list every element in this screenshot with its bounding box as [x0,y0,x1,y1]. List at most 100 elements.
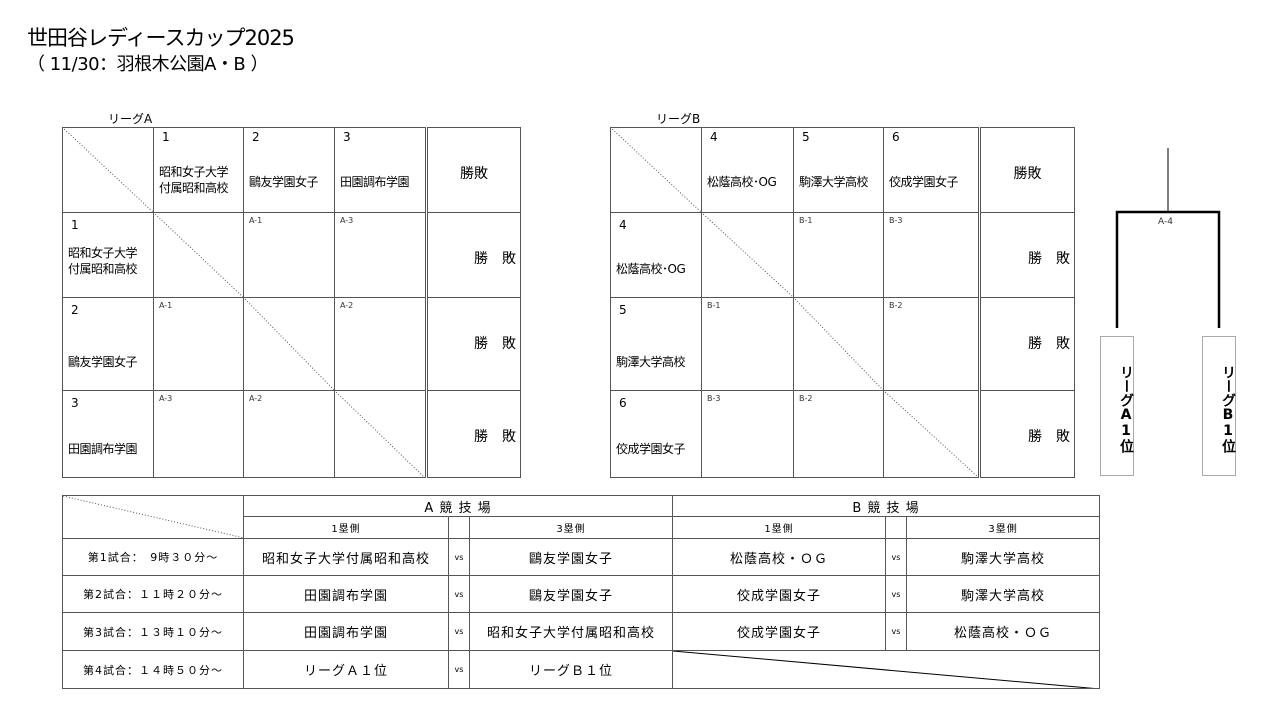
vs-label: vs [448,538,470,576]
team-a1: リーグＡ１位 [243,650,449,689]
result-label: 勝 敗 [1028,429,1070,445]
corner-cell [62,495,244,539]
vs-label: vs [885,575,907,613]
team-number: 2 [71,303,79,317]
team-a3: リーグＢ１位 [469,650,673,689]
team-name: 昭和女子大学 付属昭和高校 [159,165,229,195]
match-code: A-3 [340,216,354,225]
result-cell[interactable]: 勝 敗 [979,297,1075,391]
self-cell [334,390,428,478]
match-time: 第2試合：１１時２０分～ [62,575,244,613]
match-cell[interactable]: A-3 [153,390,244,478]
result-cell[interactable]: 勝 敗 [426,390,521,478]
field-b-header: B 競 技 場 [671,495,1101,517]
match-cell[interactable]: A-2 [243,390,335,478]
result-cell[interactable]: 勝 敗 [426,297,521,391]
team-number: 3 [71,396,79,410]
final-match-code: A-4 [1158,217,1173,227]
self-cell [243,297,335,391]
side-3-header: 3塁側 [905,516,1101,539]
team-name: 鷗友学園女子 [249,175,319,189]
row-team: 4 松蔭高校･OG [610,212,702,298]
match-code: A-1 [159,301,173,310]
schedule-row: 第2試合：１１時２０分～ 田園調布学園 vs 鷗友学園女子 佼成学園女子 vs … [62,575,1101,613]
team-a3: 鷗友学園女子 [469,575,673,613]
match-code: A-1 [249,216,263,225]
schedule-side-row: 1塁側 3塁側 1塁側 3塁側 [63,516,1101,539]
match-cell[interactable]: A-1 [243,212,335,298]
match-cell[interactable]: B-2 [793,390,884,478]
team-b3: 駒澤大学高校 [905,575,1101,613]
schedule-table: A 競 技 場 B 競 技 場 1塁側 3塁側 1塁側 3塁側 第1試合： 9時… [62,495,1101,689]
schedule-row: 第3試合：１３時１０分～ 田園調布学園 vs 昭和女子大学付属昭和高校 佼成学園… [62,612,1101,651]
result-cell[interactable]: 勝 敗 [426,212,521,298]
team-a1: 田園調布学園 [243,575,449,613]
side-1-header: 1塁側 [672,516,886,539]
match-cell[interactable]: A-3 [334,212,428,298]
match-cell[interactable]: B-3 [883,212,981,298]
self-cell [153,212,244,298]
match-cell[interactable]: B-3 [701,390,794,478]
team-number: 1 [71,218,79,232]
team-header: 3 田園調布学園 [334,127,428,213]
team-name: 松蔭高校･OG [707,175,777,189]
league-b-label: リーグB [656,112,701,126]
match-cell[interactable]: A-2 [334,297,428,391]
team-b3: 駒澤大学高校 [905,538,1101,576]
page-subtitle: （ 11/30：羽根木公園A・B ） [27,54,268,75]
team-number: 5 [619,303,627,317]
schedule-row: 第1試合： 9時３０分～ 昭和女子大学付属昭和高校 vs 鷗友学園女子 松蔭高校… [62,538,1101,576]
bracket-slot-league-b: リーグB1位 [1202,336,1236,476]
match-cell[interactable]: B-1 [701,297,794,391]
corner-cell [610,127,702,213]
team-name: 駒澤大学高校 [616,355,686,369]
match-cell[interactable]: A-1 [153,297,244,391]
match-code: A-3 [159,394,173,403]
corner-cell [62,127,154,213]
team-number: 4 [619,218,627,232]
team-name: 昭和女子大学 付属昭和高校 [68,246,138,276]
team-a1: 田園調布学園 [243,612,449,651]
field-a-header: A 競 技 場 [243,495,673,517]
team-name: 田園調布学園 [340,175,410,189]
team-name: 田園調布学園 [68,442,138,456]
match-time: 第3試合：１３時１０分～ [62,612,244,651]
match-code: B-1 [799,216,813,225]
team-number: 6 [892,130,900,144]
result-cell[interactable]: 勝 敗 [979,390,1075,478]
row-team: 1 昭和女子大学 付属昭和高校 [62,212,154,298]
team-row: 4 松蔭高校･OG B-1 B-3 勝 敗 [610,212,1075,298]
team-a3: 昭和女子大学付属昭和高校 [469,612,673,651]
team-b1: 佼成学園女子 [672,575,886,613]
team-a1: 昭和女子大学付属昭和高校 [243,538,449,576]
team-number: 3 [343,130,351,144]
match-cell[interactable]: B-2 [883,297,981,391]
vs-label: vs [448,575,470,613]
vs-label: vs [885,538,907,576]
result-header: 勝敗 [979,127,1075,213]
team-row: 5 駒澤大学高校 B-1 B-2 勝 敗 [610,297,1075,391]
schedule-header-row: A 競 技 場 B 競 技 場 [62,495,1101,539]
vs-header [885,516,907,539]
vs-header [448,516,470,539]
match-time: 第4試合：１４時５０分～ [62,650,244,689]
vs-label: vs [885,612,907,651]
result-cell[interactable]: 勝 敗 [979,212,1075,298]
match-cell[interactable]: B-1 [793,212,884,298]
result-header: 勝敗 [426,127,521,213]
result-label: 勝 敗 [1028,336,1070,352]
team-name: 松蔭高校･OG [616,262,686,276]
result-label: 勝 敗 [474,429,516,445]
team-row: 3 田園調布学園 A-3 A-2 勝 敗 [62,390,521,478]
page-title: 世田谷レディースカップ2025 [27,26,295,50]
team-b1: 松蔭高校・ＯＧ [672,538,886,576]
